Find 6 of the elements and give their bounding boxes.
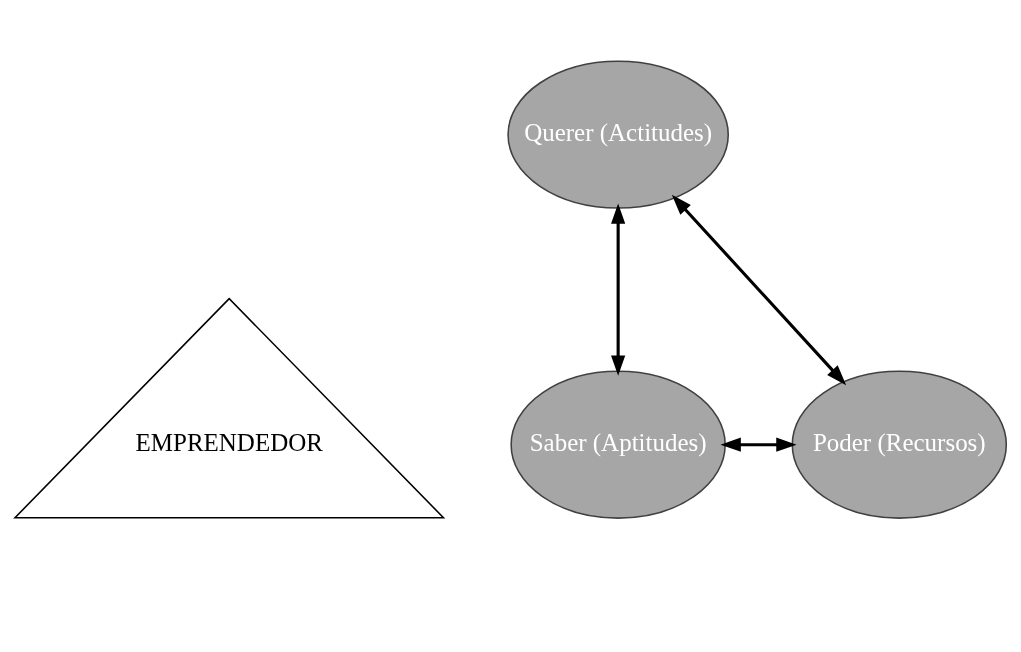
node-ellipse: Poder (Recursos) bbox=[791, 370, 1008, 519]
node-ellipse: Querer (Actitudes) bbox=[507, 60, 729, 209]
node-ellipse: Saber (Aptitudes) bbox=[510, 370, 726, 519]
arrow bbox=[611, 203, 626, 376]
arrow bbox=[671, 194, 847, 386]
arrow bbox=[720, 437, 797, 452]
